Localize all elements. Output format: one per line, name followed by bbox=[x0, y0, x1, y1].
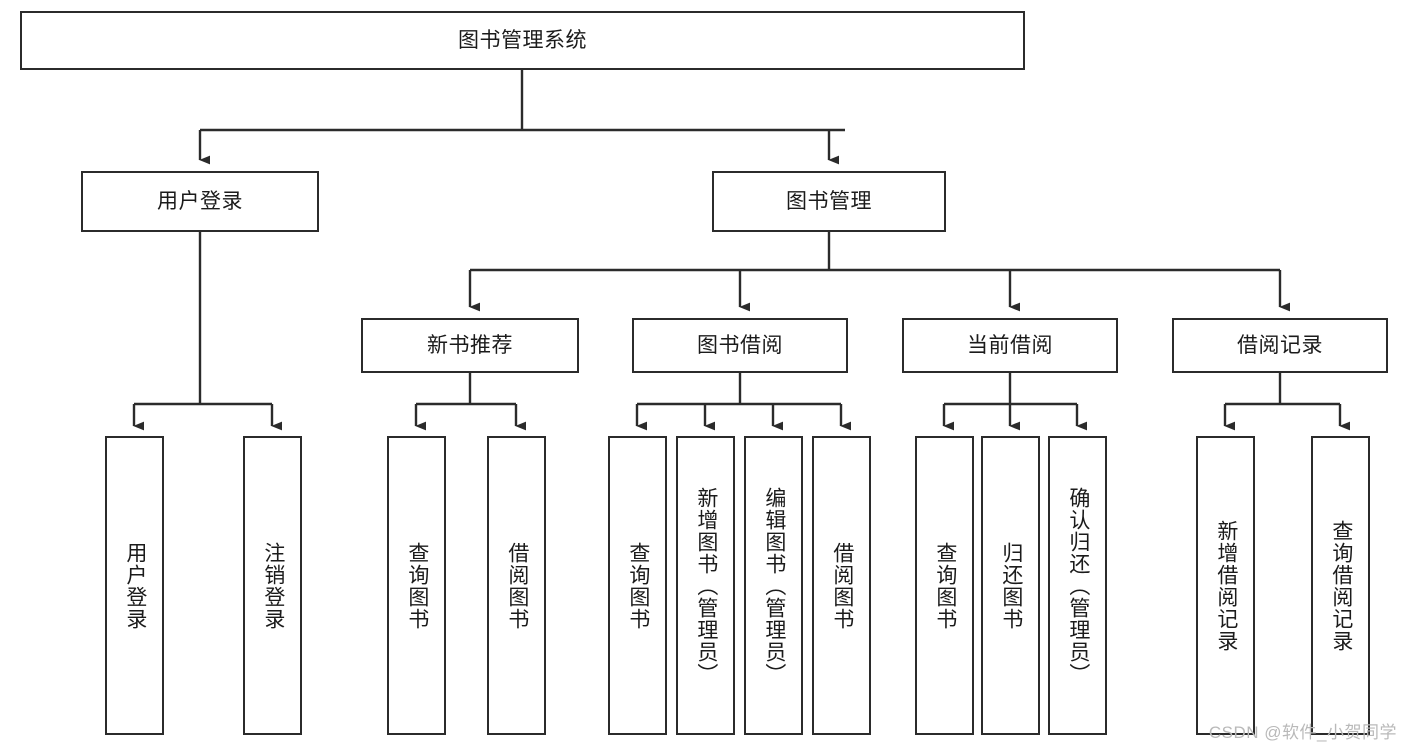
node-label: 查询借阅记录 bbox=[1329, 519, 1353, 652]
leaf-return-book[interactable]: 归还图书 bbox=[981, 436, 1040, 735]
leaf-query-book-recommend[interactable]: 查询图书 bbox=[387, 436, 446, 735]
leaf-query-borrow-record[interactable]: 查询借阅记录 bbox=[1311, 436, 1370, 735]
csdn-watermark: CSDN @软件_小贺同学 bbox=[1208, 723, 1397, 742]
leaf-borrow-book-recommend[interactable]: 借阅图书 bbox=[487, 436, 546, 735]
node-label: 图书管理系统 bbox=[458, 28, 587, 52]
leaf-user-login[interactable]: 用户登录 bbox=[105, 436, 164, 735]
node-user-login[interactable]: 用户登录 bbox=[81, 171, 319, 232]
node-label: 归还图书 bbox=[999, 541, 1023, 630]
node-label: 用户登录 bbox=[123, 541, 147, 630]
node-label: 查询图书 bbox=[933, 541, 957, 630]
node-label: 借阅记录 bbox=[1237, 333, 1323, 357]
node-book-management-system[interactable]: 图书管理系统 bbox=[20, 11, 1025, 70]
node-label: 当前借阅 bbox=[967, 333, 1053, 357]
node-new-book-recommend[interactable]: 新书推荐 bbox=[361, 318, 579, 373]
node-label: 查询图书 bbox=[405, 541, 429, 630]
node-book-borrow[interactable]: 图书借阅 bbox=[632, 318, 848, 373]
node-label: 图书借阅 bbox=[697, 333, 783, 357]
node-label: 新增图书（管理员） bbox=[694, 486, 718, 685]
leaf-query-book-borrow[interactable]: 查询图书 bbox=[608, 436, 667, 735]
node-current-borrow[interactable]: 当前借阅 bbox=[902, 318, 1118, 373]
node-label: 借阅图书 bbox=[830, 541, 854, 630]
node-book-management[interactable]: 图书管理 bbox=[712, 171, 946, 232]
leaf-add-book-admin[interactable]: 新增图书（管理员） bbox=[676, 436, 735, 735]
node-label: 新书推荐 bbox=[427, 333, 513, 357]
node-label: 编辑图书（管理员） bbox=[762, 486, 786, 685]
node-label: 注销登录 bbox=[261, 541, 285, 630]
node-label: 用户登录 bbox=[157, 189, 243, 213]
node-label: 图书管理 bbox=[786, 189, 872, 213]
leaf-edit-book-admin[interactable]: 编辑图书（管理员） bbox=[744, 436, 803, 735]
node-label: 查询图书 bbox=[626, 541, 650, 630]
node-label: 新增借阅记录 bbox=[1214, 519, 1238, 652]
leaf-add-borrow-record[interactable]: 新增借阅记录 bbox=[1196, 436, 1255, 735]
leaf-borrow-book[interactable]: 借阅图书 bbox=[812, 436, 871, 735]
leaf-confirm-return-admin[interactable]: 确认归还（管理员） bbox=[1048, 436, 1107, 735]
node-borrow-record[interactable]: 借阅记录 bbox=[1172, 318, 1388, 373]
node-label: 确认归还（管理员） bbox=[1066, 486, 1090, 685]
leaf-user-logout[interactable]: 注销登录 bbox=[243, 436, 302, 735]
node-label: 借阅图书 bbox=[505, 541, 529, 630]
leaf-query-book-current[interactable]: 查询图书 bbox=[915, 436, 974, 735]
